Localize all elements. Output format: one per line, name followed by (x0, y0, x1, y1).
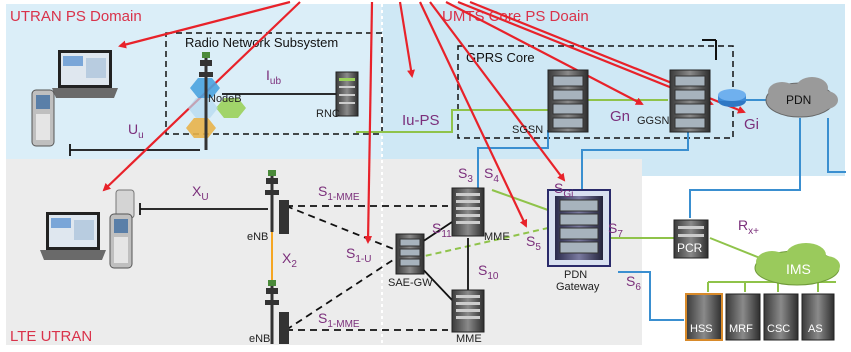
hss-server-icon (685, 293, 723, 341)
mrf-server-icon (725, 293, 761, 341)
utran-laptop-icon (52, 50, 118, 98)
mme-bottom-label: MME (456, 333, 482, 345)
rnc-label: RNC (316, 108, 340, 120)
pdn-to-right-link (827, 118, 846, 173)
sae-gw-server-icon (395, 233, 425, 275)
pdn-cloud-icon (765, 77, 838, 118)
xu-label: XU (192, 183, 209, 203)
sgsn-label: SGSN (512, 124, 543, 136)
pdn-label: PDN (786, 93, 811, 107)
gn-label: Gn (610, 108, 630, 125)
rnc-to-sgsn-link (356, 109, 548, 133)
rx-label: Rx+ (738, 217, 759, 237)
sgsn-to-mme-link (477, 130, 549, 188)
mme-top-label: MME (484, 231, 510, 243)
enb-top-label: eNB (247, 231, 268, 243)
umts-core-title: UMTS Core PS Doain (442, 8, 589, 25)
s5-label: S5 (526, 233, 541, 253)
lte-laptop-icon (40, 212, 106, 260)
x2-label: X2 (282, 250, 297, 270)
as-label: AS (808, 323, 823, 335)
s1u-bottom-link (285, 257, 397, 331)
ggsn-to-pdngw-link (581, 130, 689, 190)
ggsn-server-icon (669, 69, 711, 133)
s1u-top-link (285, 205, 397, 251)
mme-bottom-server-icon (451, 289, 485, 333)
arrow-to-sgi (429, 1, 566, 182)
mme-top-server-icon (451, 187, 485, 237)
utran-ps-title: UTRAN PS Domain (10, 8, 142, 25)
pdn-to-pcr-link (689, 118, 801, 218)
s4-link (491, 189, 549, 211)
ggsn-label: GGSN (637, 115, 669, 127)
pdn-gateway-label-line2: Gateway (556, 281, 600, 293)
sae-gw-label: SAE-GW (388, 277, 433, 289)
s7-label: S7 (608, 220, 623, 240)
nodeb-antenna-icon (199, 52, 213, 150)
green-links (356, 99, 836, 292)
s6-label: S6 (626, 273, 641, 293)
rnc-server-icon (335, 71, 359, 117)
rns-title: Radio Network Subsystem (185, 35, 338, 50)
s1u-label: S1-U (346, 245, 371, 265)
enb-bottom-label: eNB (249, 333, 270, 345)
utran-phone-icon (31, 89, 55, 147)
pdn-gateway-label-line1: PDN (564, 269, 587, 281)
pdn-gateway-server-icon (547, 189, 611, 267)
lte-utran-title: LTE UTRAN (10, 328, 92, 345)
sgi-label: SGi (554, 180, 573, 200)
s6-link (618, 271, 684, 321)
pcr-to-ims-link (709, 237, 761, 259)
gprs-core-title: GPRS Core (466, 50, 535, 65)
s3-label: S3 (458, 165, 473, 185)
enb-bottom-antenna-icon (265, 280, 289, 344)
hss-label: HSS (690, 323, 713, 335)
as-server-icon (801, 293, 835, 341)
s1mme-top-label: S1-MME (318, 183, 360, 203)
iups-label: Iu-PS (402, 112, 440, 129)
gi-label: Gi (744, 116, 759, 133)
arrow-to-s4 (419, 1, 528, 228)
pcr-label: PCR (677, 241, 703, 255)
nodeb-label: NodeB (208, 93, 242, 105)
blue-links (477, 39, 846, 321)
arrow-to-s1u (364, 1, 374, 244)
uu-label: Uu (128, 121, 144, 141)
s1mme-bottom-label: S1-MME (318, 310, 360, 330)
s11-label: S11 (432, 220, 452, 240)
csc-label: CSC (767, 323, 790, 335)
router-icon (718, 89, 746, 107)
black-links (69, 93, 469, 331)
s10-label: S10 (478, 262, 499, 282)
mrf-label: MRF (729, 323, 753, 335)
s5-dashed-link (415, 227, 549, 259)
pcr-server-icon (673, 219, 709, 259)
ims-cloud-icon (754, 243, 840, 286)
lte-phone-icon (109, 189, 135, 269)
enb-top-antenna-icon (265, 170, 289, 234)
iub-label: Iub (266, 67, 281, 87)
arrow-to-iups (398, 1, 415, 78)
sgsn-server-icon (547, 69, 589, 133)
s4-label: S4 (484, 165, 499, 185)
csc-server-icon (763, 293, 799, 341)
rns-box (165, 32, 383, 135)
arrow-to-gn (445, 1, 644, 105)
ims-label: IMS (786, 261, 811, 277)
arrow-to-laptop (118, 0, 291, 49)
